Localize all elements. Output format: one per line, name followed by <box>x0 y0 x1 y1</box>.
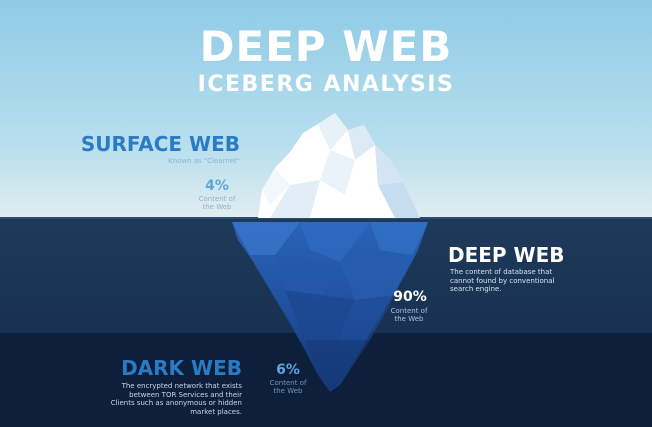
surface-web-heading: SURFACE WEB <box>80 132 240 156</box>
deep-web-percent: 90% <box>393 289 427 305</box>
page-title: DEEP WEB <box>199 22 453 71</box>
dark-web-percent-caption: Content of the Web <box>269 379 307 395</box>
dark-web-heading: DARK WEB <box>121 356 242 380</box>
surface-web-percent: 4% <box>205 178 229 194</box>
dark-web-description: The encrypted network that exists betwee… <box>110 382 242 416</box>
dark-web-percent: 6% <box>276 362 300 378</box>
page-subtitle: ICEBERG ANALYSIS <box>197 72 455 97</box>
deep-web-heading: DEEP WEB <box>448 243 565 267</box>
surface-web-percent-caption: Content of the Web <box>198 195 236 211</box>
deep-web-percent-caption: Content of the Web <box>390 307 428 323</box>
surface-web-subtitle: Known as "Clearnet" <box>168 157 240 165</box>
deep-web-description: The content of database that cannot foun… <box>450 268 555 293</box>
